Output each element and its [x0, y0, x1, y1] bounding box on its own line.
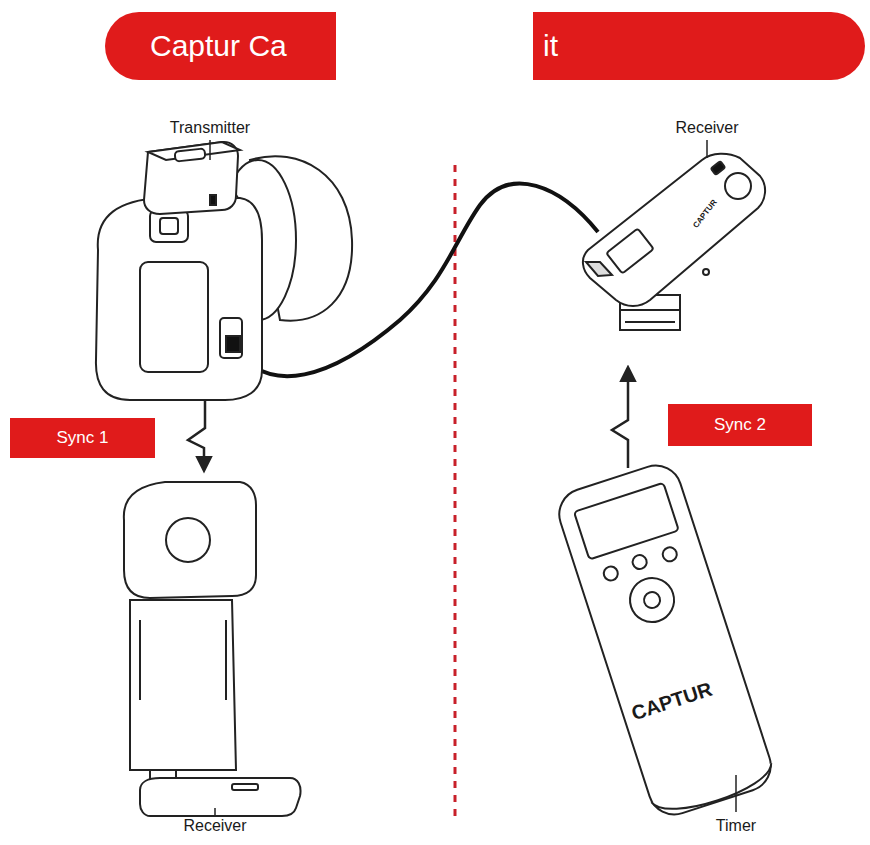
leader-line: [735, 775, 737, 812]
receiver-device: [583, 154, 765, 330]
leader-line: [209, 140, 211, 160]
tag-text: Captur Ca: [150, 29, 287, 63]
divider-line: [454, 165, 457, 822]
part-label: Timer: [716, 817, 756, 835]
signal-arrow: [612, 368, 628, 468]
camera: [96, 142, 352, 400]
tag-text: Sync 2: [714, 415, 766, 435]
signal-arrow: [188, 400, 205, 470]
part-label: Receiver: [183, 817, 246, 835]
timer-remote: [553, 459, 778, 821]
tag-text: Sync 1: [57, 428, 109, 448]
sync-tag: Sync 2: [668, 404, 812, 446]
leader-line: [706, 140, 708, 158]
part-label: Receiver: [675, 119, 738, 137]
flash-unit: [124, 482, 301, 816]
device-brand: CAPTUR: [692, 199, 719, 231]
sync-tag: Sync 1: [10, 418, 155, 458]
title-band: it: [533, 12, 865, 80]
part-label: Transmitter: [170, 119, 250, 137]
device-brand: CAPTUR: [629, 678, 715, 725]
tag-text: it: [543, 29, 558, 63]
leader-line: [214, 808, 216, 815]
title-band: Captur Ca: [105, 12, 336, 80]
